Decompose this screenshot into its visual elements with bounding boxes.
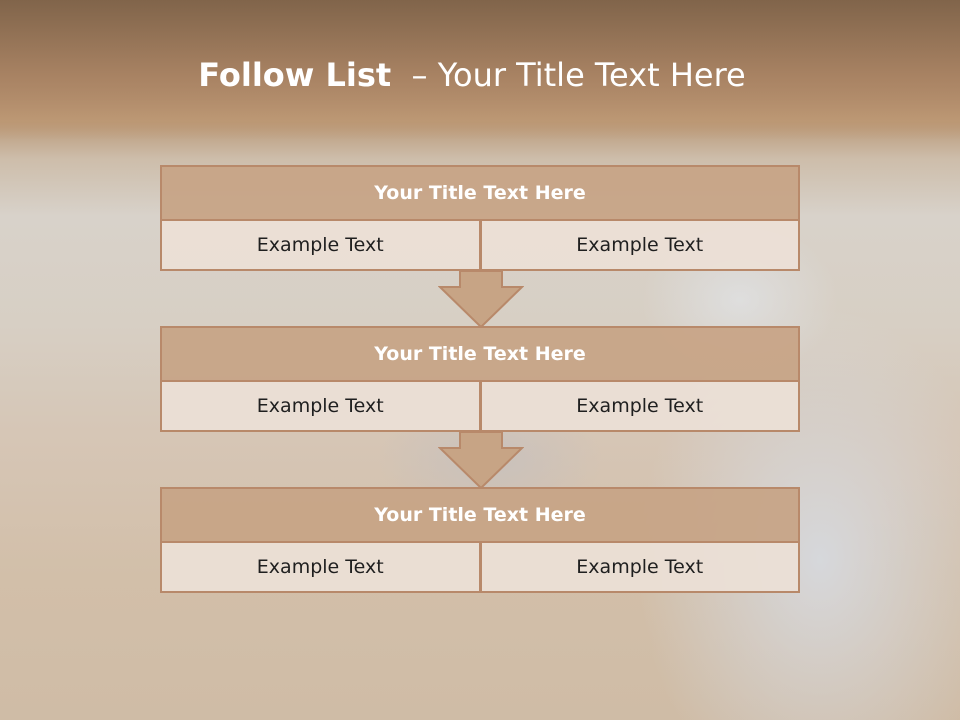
block-cell-left: Example Text: [160, 221, 481, 271]
block-cell-left: Example Text: [160, 382, 481, 432]
block-row: Example Text Example Text: [160, 221, 800, 271]
block-title: Your Title Text Here: [160, 487, 800, 543]
block-row: Example Text Example Text: [160, 543, 800, 593]
block-cell-right: Example Text: [480, 221, 800, 271]
title-bold: Follow List: [198, 56, 392, 94]
block-title: Your Title Text Here: [160, 165, 800, 221]
flow-block-3: Your Title Text Here Example Text Exampl…: [160, 487, 800, 593]
down-arrow-icon: [438, 271, 524, 329]
block-cell-left: Example Text: [160, 543, 481, 593]
flow-block-2: Your Title Text Here Example Text Exampl…: [160, 326, 800, 432]
block-cell-right: Example Text: [480, 382, 800, 432]
flow-block-1: Your Title Text Here Example Text Exampl…: [160, 165, 800, 271]
slide-title: Follow List – Your Title Text Here: [0, 56, 944, 94]
block-title: Your Title Text Here: [160, 326, 800, 382]
header-band: [0, 0, 960, 140]
title-rest: – Your Title Text Here: [391, 56, 746, 94]
block-row: Example Text Example Text: [160, 382, 800, 432]
block-cell-right: Example Text: [480, 543, 800, 593]
down-arrow-icon: [438, 432, 524, 490]
